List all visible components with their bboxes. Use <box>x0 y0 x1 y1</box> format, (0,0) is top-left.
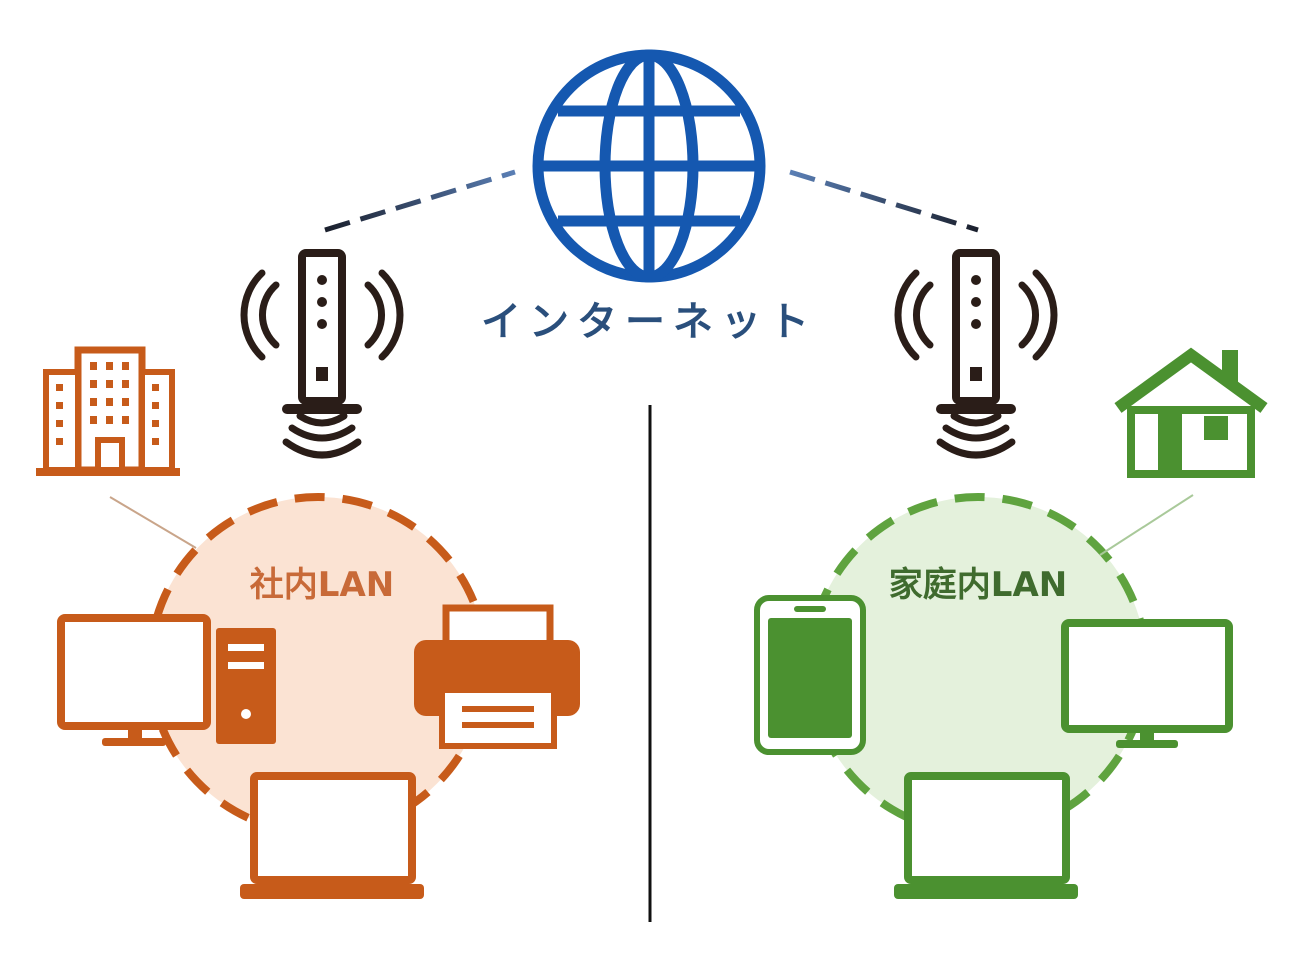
globe-icon <box>532 49 766 283</box>
wifi-signal-icon <box>240 269 404 459</box>
office-internet-link <box>324 169 516 233</box>
monitor-icon <box>1061 619 1233 748</box>
home-router-icon <box>894 249 1058 459</box>
home-connector-line <box>1099 494 1194 556</box>
home-lan-label: 家庭内LAN <box>889 565 1067 605</box>
internet-label: インターネット <box>481 299 817 345</box>
desktop-tower-icon <box>216 628 276 744</box>
wifi-signal-icon <box>894 269 1058 459</box>
printer-icon <box>414 604 580 749</box>
tablet-icon <box>754 595 866 755</box>
monitor-icon <box>57 614 211 746</box>
office-lan-label: 社内LAN <box>250 565 394 605</box>
office-connector-line <box>109 496 197 549</box>
house-icon <box>1114 347 1268 478</box>
laptop-icon <box>240 772 424 899</box>
home-internet-link <box>789 169 979 233</box>
office-building-icon <box>36 346 180 476</box>
laptop-icon <box>894 772 1078 899</box>
office-router-icon <box>240 249 404 459</box>
